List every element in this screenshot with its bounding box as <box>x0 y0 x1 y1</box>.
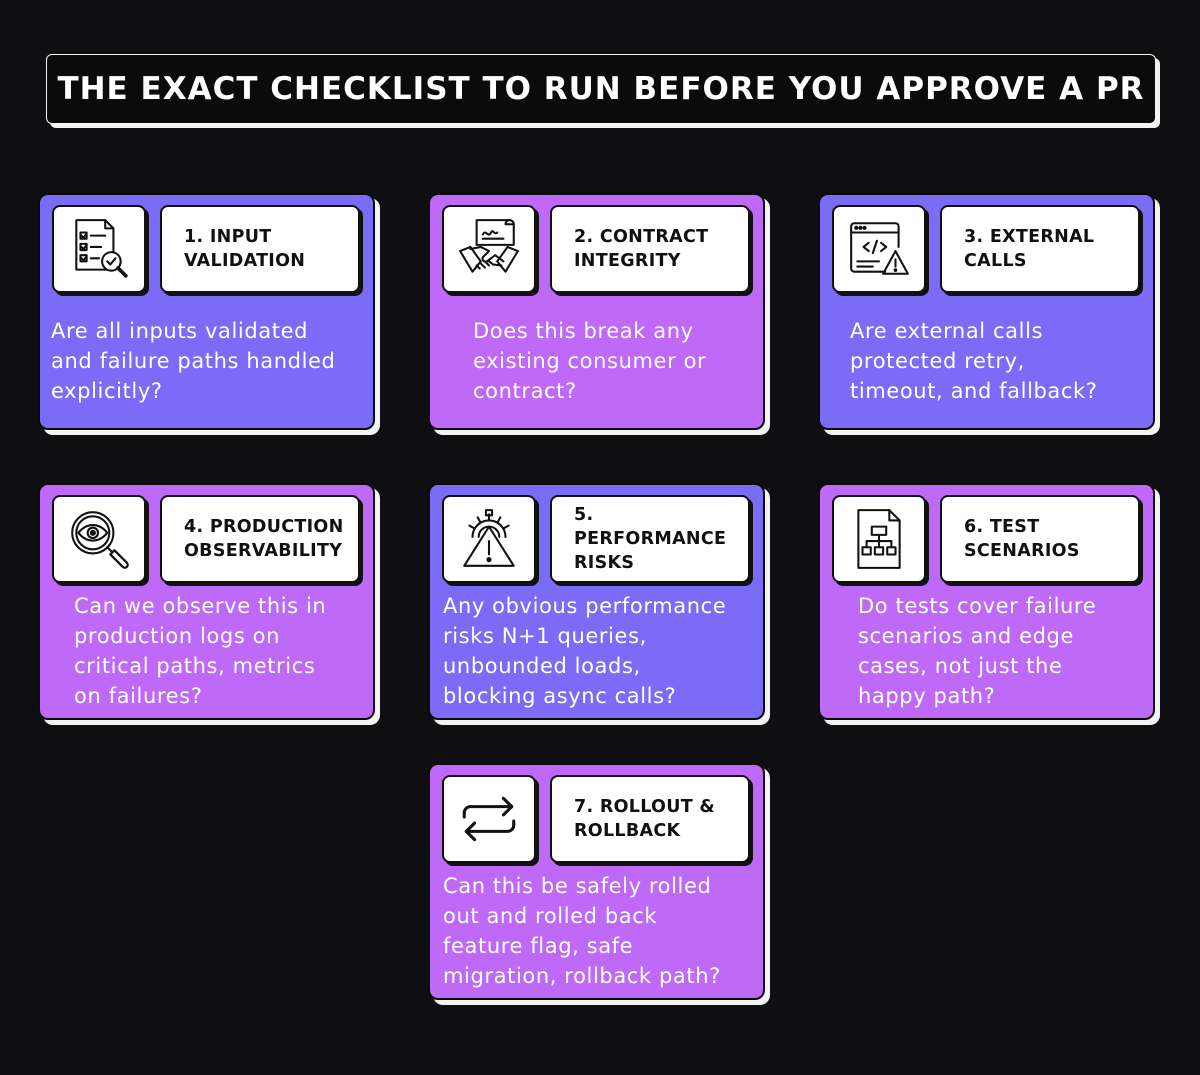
card-label-box: 6. TEST SCENARIOS <box>940 495 1140 583</box>
card-label-box: 3. EXTERNAL CALLS <box>940 205 1140 293</box>
icon-box <box>832 495 926 583</box>
page-title: THE EXACT CHECKLIST TO RUN BEFORE YOU AP… <box>57 71 1145 107</box>
card-label: 2. CONTRACT INTEGRITY <box>574 227 709 271</box>
code-window-warning-icon <box>850 222 909 275</box>
icon-box <box>442 495 536 583</box>
card-label-box: 2. CONTRACT INTEGRITY <box>550 205 750 293</box>
card-description: Can this be safely rolled out and rolled… <box>443 874 721 988</box>
checklist-card-production-observability: 4. PRODUCTION OBSERVABILITY Can we obser… <box>38 483 375 720</box>
card-description: Do tests cover failure scenarios and edg… <box>858 594 1097 708</box>
card-label: 1. INPUT VALIDATION <box>184 227 306 271</box>
card-label: 3. EXTERNAL CALLS <box>964 227 1095 271</box>
card-label-box: 4. PRODUCTION OBSERVABILITY <box>160 495 360 583</box>
card-label-box: 5. PERFORMANCE RISKS <box>550 495 750 583</box>
card-label: 7. ROLLOUT & ROLLBACK <box>574 797 715 841</box>
page-title-box: THE EXACT CHECKLIST TO RUN BEFORE YOU AP… <box>46 54 1156 124</box>
checklist-search-icon <box>75 219 128 278</box>
card-description: Can we observe this in production logs o… <box>74 594 327 708</box>
card-label-box: 7. ROLLOUT & ROLLBACK <box>550 775 750 863</box>
icon-box <box>52 205 146 293</box>
icon-box <box>442 205 536 293</box>
checklist-card-test-scenarios: 6. TEST SCENARIOS Do tests cover failure… <box>818 483 1155 720</box>
icon-box <box>442 775 536 863</box>
checklist-card-performance-risks: 5. PERFORMANCE RISKS Any obvious perform… <box>428 483 765 720</box>
eye-magnifier-icon <box>71 511 129 569</box>
checklist-card-contract-integrity: 2. CONTRACT INTEGRITY Does this break an… <box>428 193 765 430</box>
icon-box <box>52 495 146 583</box>
swap-arrows-icon <box>462 796 516 842</box>
handshake-contract-icon <box>459 219 519 273</box>
gear-warning-icon <box>463 509 515 567</box>
card-label: 5. PERFORMANCE RISKS <box>574 505 727 573</box>
checklist-card-input-validation: 1. INPUT VALIDATION Are all inputs valid… <box>38 193 375 430</box>
card-description: Does this break any existing consumer or… <box>473 319 707 403</box>
card-label: 6. TEST SCENARIOS <box>964 517 1080 561</box>
flowchart-document-icon <box>857 509 901 569</box>
card-description: Are all inputs validated and failure pat… <box>51 319 336 403</box>
card-label-box: 1. INPUT VALIDATION <box>160 205 360 293</box>
card-description: Are external calls protected retry, time… <box>850 319 1098 403</box>
icon-box <box>832 205 926 293</box>
checklist-card-external-calls: 3. EXTERNAL CALLS Are external calls pro… <box>818 193 1155 430</box>
card-label: 4. PRODUCTION OBSERVABILITY <box>184 517 344 561</box>
checklist-card-rollout-rollback: 7. ROLLOUT & ROLLBACK Can this be safely… <box>428 763 765 1000</box>
card-description: Any obvious performance risks N+1 querie… <box>443 594 727 708</box>
